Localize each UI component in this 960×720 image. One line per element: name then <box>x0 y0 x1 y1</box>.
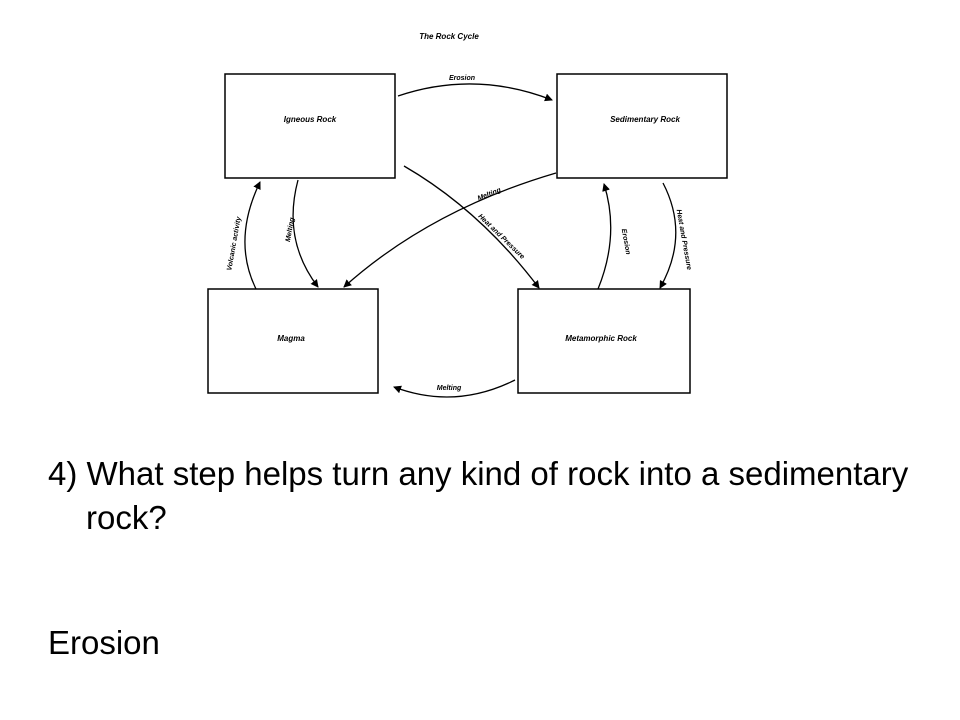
label-igneous-to-metamorphic: Heat and Pressure <box>476 213 525 261</box>
sedimentary-rock-box: Sedimentary Rock <box>556 73 728 179</box>
arrow-igneous-to-metamorphic <box>403 165 540 289</box>
arrow-sedimentary-to-magma <box>343 172 557 288</box>
label-sedimentary-to-magma: Melting <box>477 187 503 203</box>
magma-label: Magma <box>277 334 305 343</box>
rock-cycle-diagram: The Rock Cycle Igneous Rock Sedimentary … <box>207 32 728 398</box>
arrow-igneous-to-sedimentary <box>397 83 553 102</box>
arrow-sedimentary-to-metamorphic <box>659 182 677 289</box>
magma-box: Magma <box>207 288 379 394</box>
arrow-metamorphic-to-magma <box>393 379 516 398</box>
label-metamorphic-to-magma: Melting <box>437 385 462 392</box>
arrow-igneous-to-magma <box>292 179 319 288</box>
metamorphic-rock-box: Metamorphic Rock <box>517 288 691 394</box>
arrow-magma-to-igneous <box>244 181 261 290</box>
igneous-rock-box: Igneous Rock <box>224 73 396 179</box>
label-igneous-to-sedimentary: Erosion <box>449 75 475 82</box>
label-sedimentary-to-metamorphic: Heat and Pressure <box>675 209 693 271</box>
question-text: 4) What step helps turn any kind of rock… <box>48 455 909 536</box>
arrow-metamorphic-to-sedimentary <box>597 183 612 290</box>
label-igneous-to-magma: Melting <box>285 216 296 242</box>
igneous-rock-label: Igneous Rock <box>284 115 337 124</box>
label-metamorphic-to-sedimentary: Erosion <box>620 228 631 255</box>
label-magma-to-igneous: Volcanic activity <box>226 215 243 271</box>
answer-text: Erosion <box>48 624 160 661</box>
sedimentary-rock-label: Sedimentary Rock <box>610 115 680 124</box>
metamorphic-rock-label: Metamorphic Rock <box>565 334 637 343</box>
diagram-title: The Rock Cycle <box>419 32 479 41</box>
